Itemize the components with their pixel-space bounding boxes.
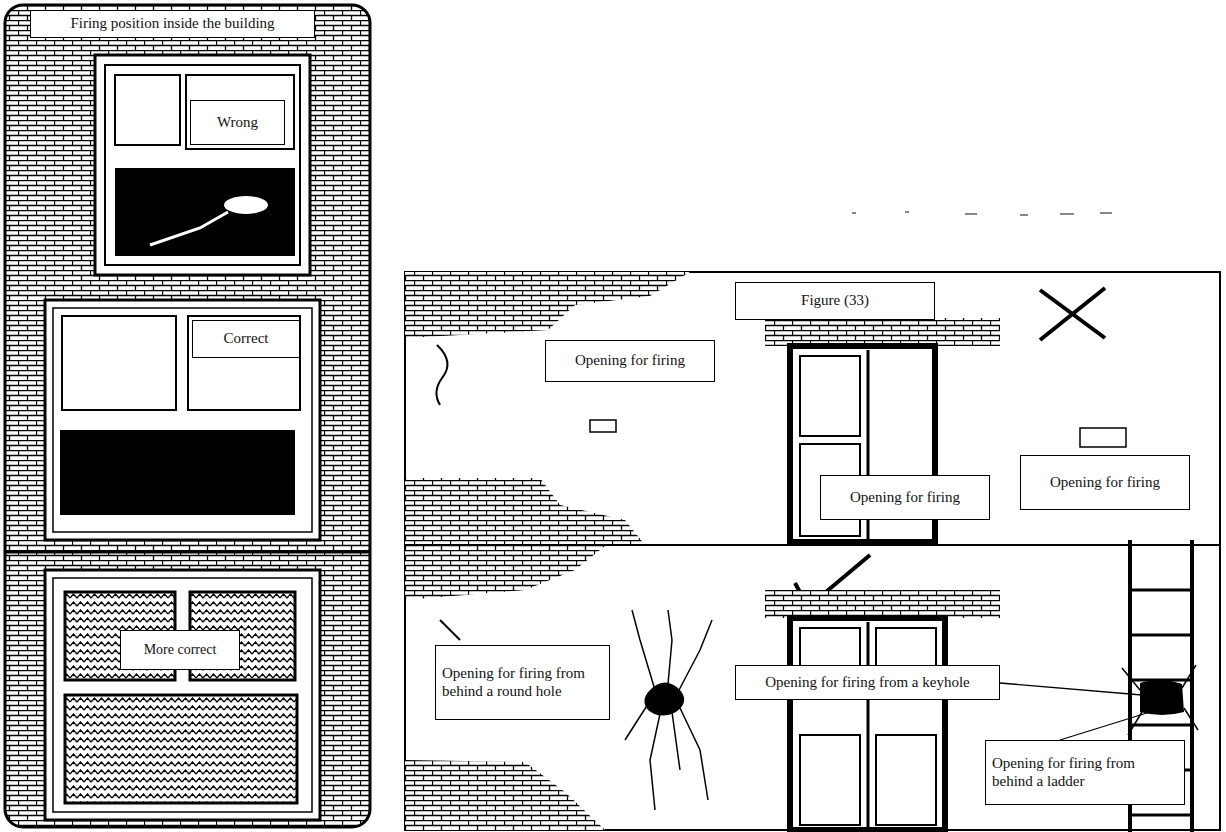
label-text: Opening for firing from behind a ladder	[992, 755, 1178, 790]
label-text: Opening for firing from a keyhole	[765, 674, 970, 691]
label-box: Correct	[192, 320, 300, 358]
left-panel	[5, 5, 370, 827]
label-box: Opening for firing	[820, 475, 990, 520]
label-text: Figure (33)	[801, 292, 869, 309]
label-box: Opening for firing from behind a ladder	[985, 740, 1185, 805]
label-box: More correct	[120, 630, 240, 670]
label-text: Correct	[224, 330, 269, 347]
label-box: Firing position inside the building	[30, 10, 315, 38]
label-text: Firing position inside the building	[70, 15, 274, 32]
label-box: Opening for firing from behind a round h…	[435, 645, 610, 720]
label-text: More correct	[144, 642, 217, 658]
label-text: Opening for firing	[1050, 474, 1160, 491]
wall-correct	[405, 540, 1220, 832]
label-box: Opening for firing	[545, 340, 715, 382]
label-text: Wrong	[217, 114, 258, 131]
label-box: Opening for firing	[1020, 455, 1190, 510]
label-text: Opening for firing	[850, 489, 960, 506]
label-box: Wrong	[190, 100, 285, 145]
label-text: Opening for firing from behind a round h…	[442, 665, 603, 700]
label-text: Opening for firing	[575, 352, 685, 369]
label-box: Figure (33)	[735, 282, 935, 320]
wall-wrong	[405, 272, 1220, 545]
label-box: Opening for firing from a keyhole	[735, 665, 1000, 700]
